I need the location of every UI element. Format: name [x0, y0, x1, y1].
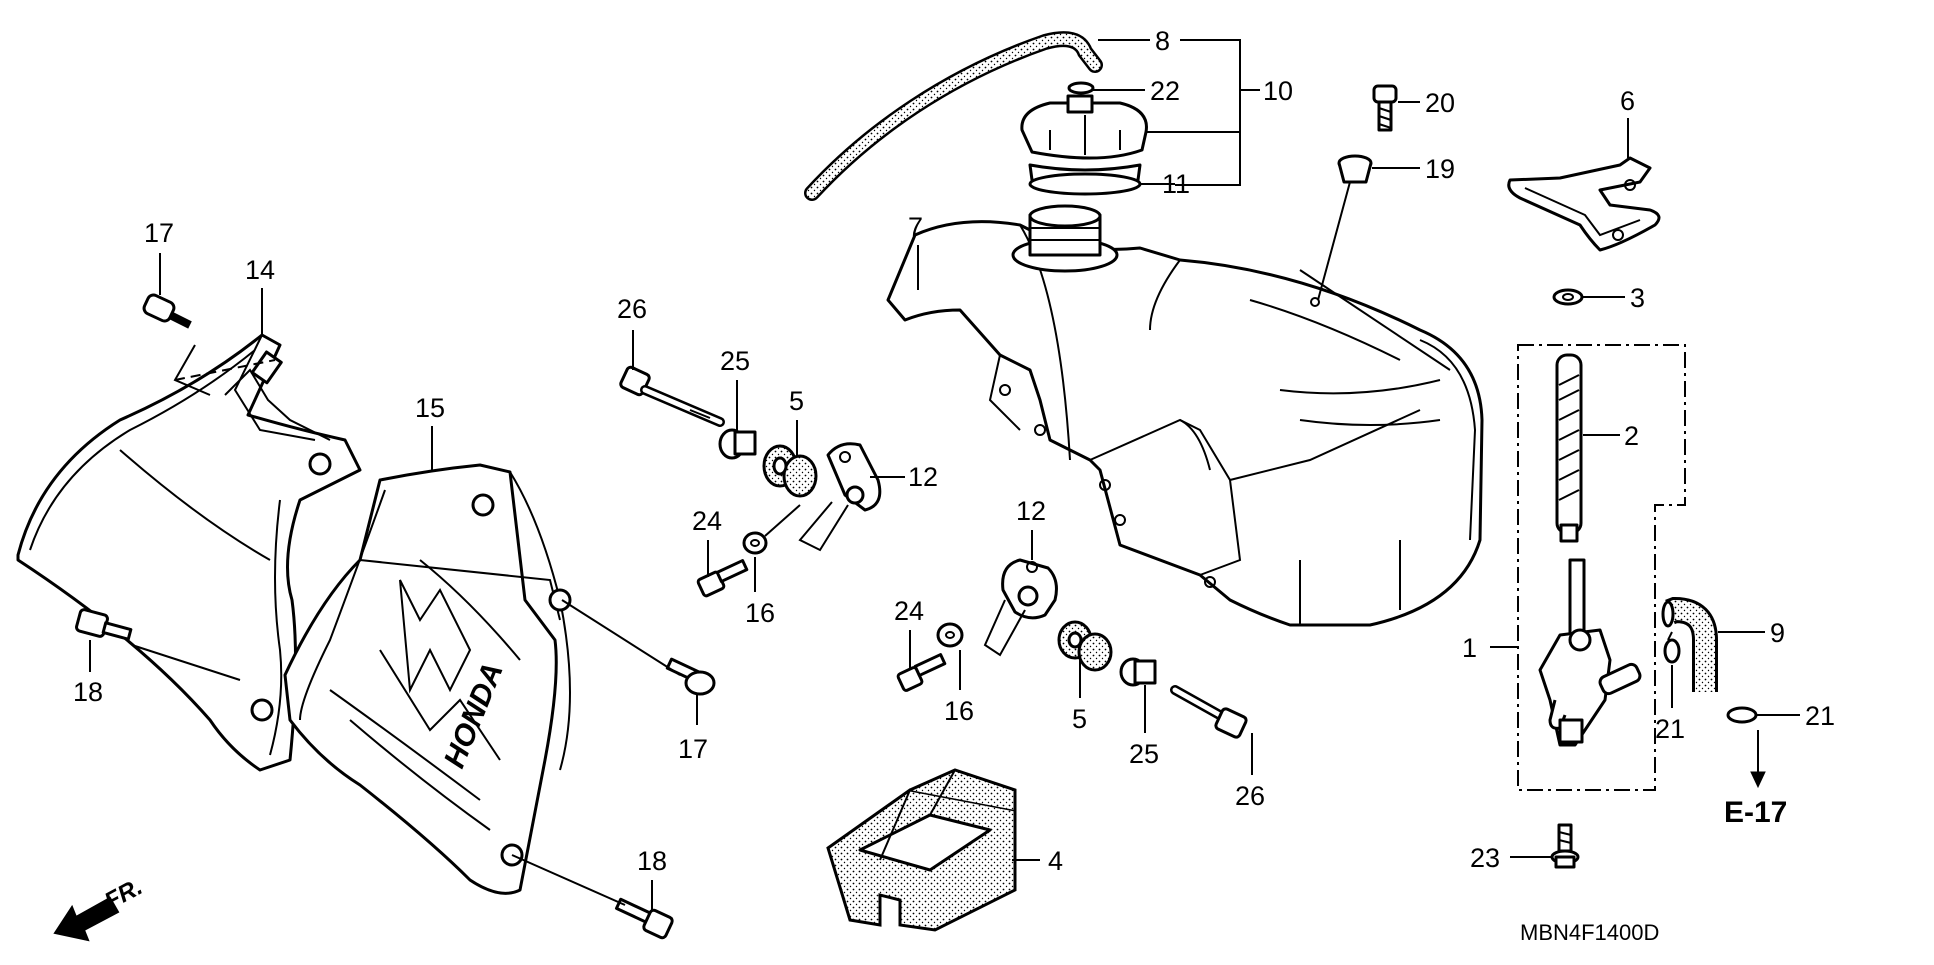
callout-labels: 17 14 15 18 17 18 26 25 5 12 24 16 12 24…: [73, 26, 1835, 945]
callout-8: 8: [1155, 26, 1170, 56]
mount-rubber-upper: [762, 444, 818, 498]
callout-24b: 24: [894, 596, 924, 626]
callout-3: 3: [1630, 283, 1645, 313]
callout-2: 2: [1624, 421, 1639, 451]
callout-17b: 17: [678, 734, 708, 764]
cap-clip: [1067, 81, 1095, 95]
callout-18a: 18: [73, 677, 103, 707]
mount-rubber-lower: [1057, 620, 1113, 672]
callout-12b: 12: [1016, 496, 1046, 526]
fuel-hose: [1661, 596, 1718, 692]
callout-17a: 17: [144, 218, 174, 248]
callout-5b: 5: [1072, 704, 1087, 734]
hose-clip-1: [1663, 631, 1681, 664]
shroud-18-line: [134, 645, 241, 681]
tank-band: [1507, 156, 1661, 252]
callout-26a: 26: [617, 294, 647, 324]
band-nut: [1552, 288, 1584, 306]
mount-washer-lower: [936, 622, 964, 648]
callout-25a: 25: [720, 346, 750, 376]
shroud-bolt-lower-left: [75, 608, 133, 641]
shroud-bolt-upper-right: [665, 657, 716, 696]
callout-21b: 21: [1805, 701, 1835, 731]
shroud-bolt-lower-right: [614, 897, 674, 940]
fuel-tank: [886, 204, 1484, 627]
reference-e17: E-17: [1724, 796, 1787, 829]
fuel-valve: [1538, 558, 1642, 747]
callout-9: 9: [1770, 618, 1785, 648]
callout-14: 14: [245, 255, 275, 285]
mount-bolt-upper: [619, 365, 725, 427]
callout-11: 11: [1162, 169, 1190, 199]
callout-16b: 16: [944, 696, 974, 726]
hose-clip-2: [1726, 706, 1758, 724]
leader-lines: [89, 39, 1800, 910]
callout-4: 4: [1048, 846, 1063, 876]
callout-22: 22: [1150, 76, 1180, 106]
callout-16a: 16: [745, 598, 775, 628]
breather-tube: [804, 31, 1103, 201]
mount-bracket-upper: [826, 442, 882, 512]
mount-washer-upper: [742, 531, 768, 555]
mount-collar-upper: [718, 428, 757, 460]
callout-10: 10: [1263, 76, 1293, 106]
callout-19: 19: [1425, 154, 1455, 184]
callout-23: 23: [1470, 843, 1500, 873]
mount-screw-upper: [696, 559, 749, 598]
shroud-bolt-upper: [142, 293, 192, 329]
callout-25b: 25: [1129, 739, 1159, 769]
callout-12a: 12: [908, 462, 938, 492]
valve-screw: [1550, 823, 1580, 869]
fuel-strainer: [1555, 353, 1583, 543]
tank-bolt: [1372, 84, 1398, 132]
callout-18b: 18: [637, 846, 667, 876]
callout-21a: 21: [1655, 714, 1685, 744]
mount-bolt-lower: [1170, 685, 1248, 739]
tank-rubber-block: [826, 768, 1017, 932]
cap-gasket: [1028, 172, 1142, 196]
mount-screw-lower: [896, 653, 947, 692]
callout-24a: 24: [692, 506, 722, 536]
shroud-14-bracket-lines: [173, 344, 276, 396]
callout-26b: 26: [1235, 781, 1265, 811]
left-shroud: HONDA: [283, 463, 572, 895]
callout-7: 7: [908, 212, 923, 242]
callout-15: 15: [415, 393, 445, 423]
callout-20: 20: [1425, 88, 1455, 118]
front-direction-arrow: FR.: [53, 873, 147, 942]
diagram-code: MBN4F1400D: [1520, 920, 1659, 945]
callout-6: 6: [1620, 86, 1635, 116]
callout-1: 1: [1462, 633, 1477, 663]
mount-collar-lower: [1119, 657, 1157, 687]
callout-5a: 5: [789, 386, 804, 416]
tank-collar: [1337, 154, 1373, 184]
mount-bracket-lower: [1001, 558, 1058, 620]
